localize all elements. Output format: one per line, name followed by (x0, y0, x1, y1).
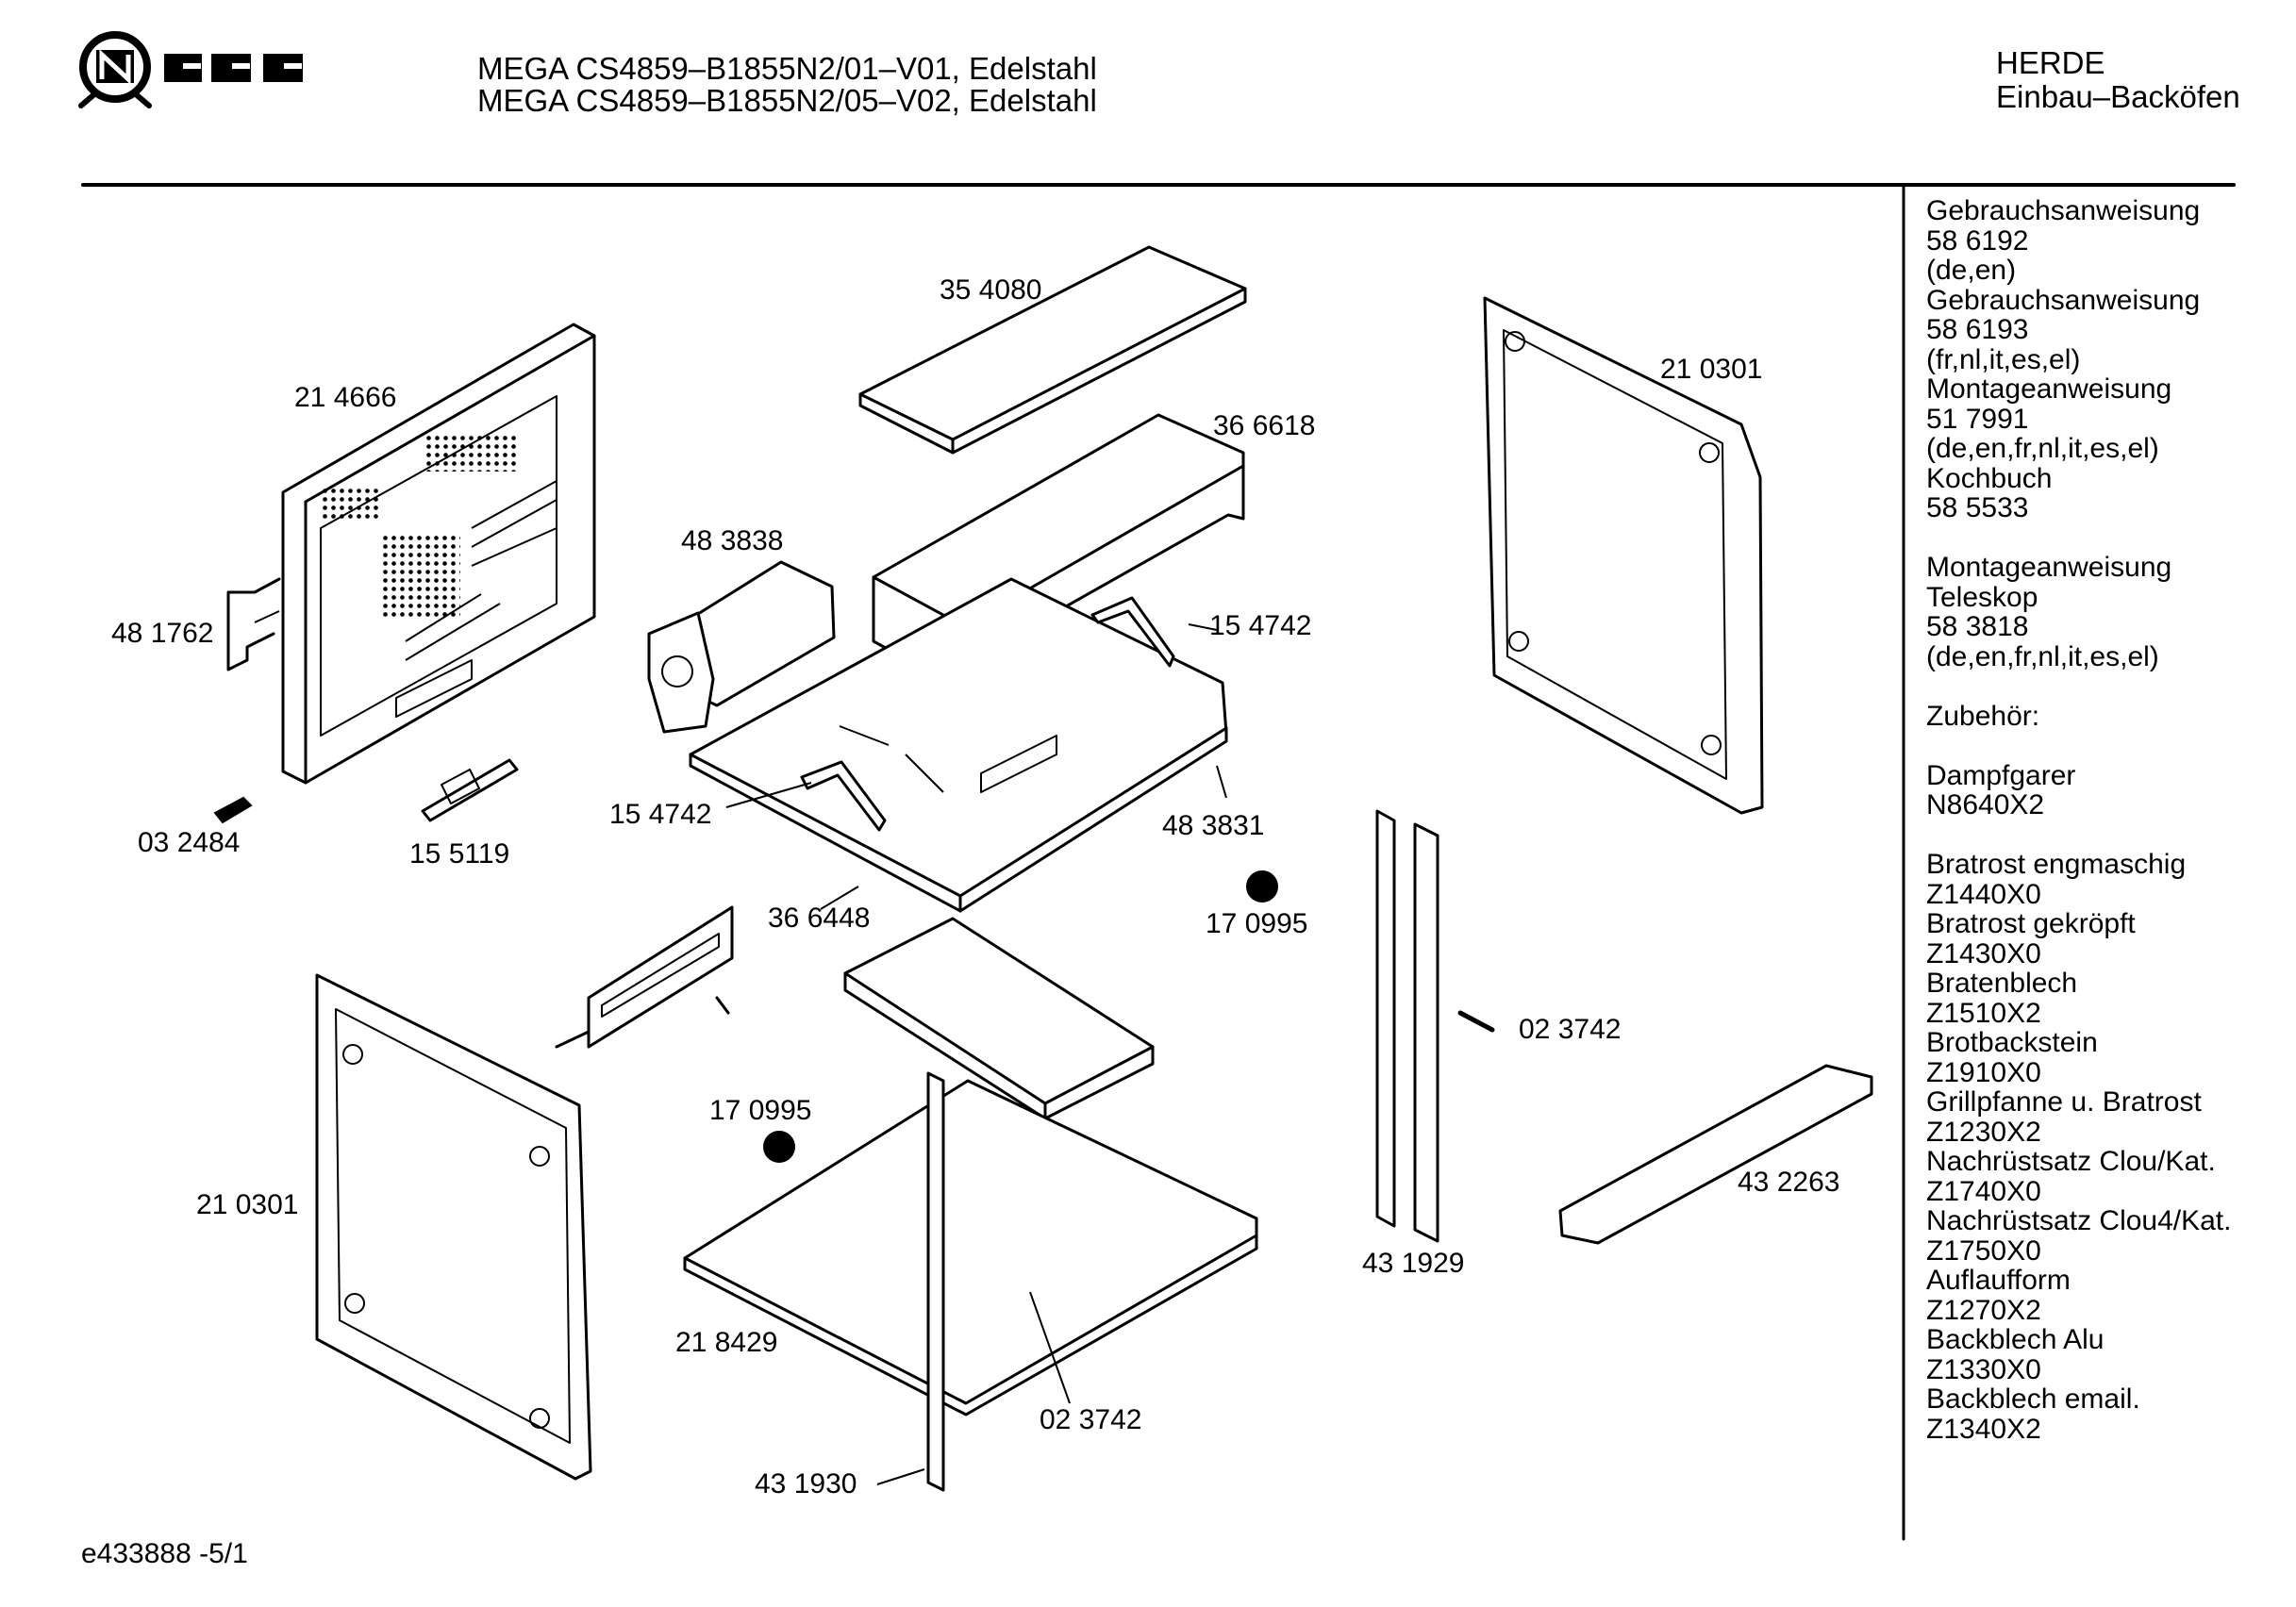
part-label-354080: 35 4080 (940, 274, 1042, 306)
sidebar-line (1926, 820, 2231, 851)
sidebar-line: Z1330X0 (1926, 1353, 2041, 1385)
sidebar-line: Gebrauchsanweisung (1926, 284, 2201, 316)
part-label-366448: 36 6448 (768, 903, 871, 934)
model-line-2: MEGA CS4859–B1855N2/05–V02, Edelstahl (477, 83, 1097, 118)
sidebar-line: Z1910X0 (1926, 1056, 2041, 1088)
sidebar-line: Grillpfanne u. Bratrost (1926, 1086, 2202, 1118)
part-210301-right-side-panel (1483, 296, 1764, 815)
part-label-032484: 03 2484 (138, 827, 241, 858)
sidebar-line: Z1440X0 (1926, 878, 2041, 910)
sidebar-line: Nachrüstsatz Clou/Kat. (1926, 1146, 2216, 1177)
part-431929-rail (1375, 809, 1439, 1243)
sidebar-line (1926, 731, 2231, 761)
part-label-481762: 48 1762 (111, 618, 214, 649)
category-herde: HERDE (1996, 45, 2105, 80)
sidebar-line: Z1430X0 (1926, 937, 2041, 969)
sidebar-line (1926, 523, 2231, 554)
part-432263-rail (1558, 1064, 1873, 1245)
part-155119-switch (421, 758, 519, 822)
sidebar-line: Backblech email. (1926, 1383, 2140, 1415)
part-170995-knob-right (1246, 870, 1278, 903)
sidebar-line: Bratenblech (1926, 968, 2078, 999)
part-154742-handle-right (1090, 596, 1175, 668)
sidebar-line: Zubehör: (1926, 700, 2040, 732)
grille-pattern (321, 487, 379, 522)
part-483838-fan-motor (647, 560, 836, 734)
part-middle-tray (843, 917, 1155, 1120)
part-label-431929: 43 1929 (1362, 1248, 1465, 1279)
part-023742-screw-right (1457, 1010, 1495, 1033)
part-label-483838: 48 3838 (681, 525, 784, 556)
category-einbau: Einbau–Backöfen (1996, 79, 2240, 114)
sidebar-line: Z1340X2 (1926, 1413, 2041, 1445)
part-170995-knob-left (763, 1131, 795, 1163)
sidebar-line: 51 7991 (1926, 403, 2029, 435)
part-label-483831: 48 3831 (1162, 810, 1265, 841)
sidebar-line: Z1230X2 (1926, 1116, 2041, 1148)
sidebar-line: (de,en,fr,nl,it,es,el) (1926, 640, 2159, 672)
part-label-210301-right: 21 0301 (1660, 354, 1763, 385)
sidebar-line: Dampfgarer (1926, 759, 2076, 791)
part-label-218429: 21 8429 (675, 1327, 778, 1358)
sidebar-line: N8640X2 (1926, 789, 2045, 820)
sidebar-line: Brotbackstein (1926, 1027, 2098, 1058)
sidebar-line: Z1510X2 (1926, 997, 2041, 1029)
sidebar-line: Bratrost gekröpft (1926, 908, 2136, 939)
part-label-214666: 21 4666 (294, 382, 397, 413)
part-210301-left-side-panel (315, 973, 592, 1481)
part-218429-bottom-plate (683, 1079, 1258, 1416)
sidebar-line: Gebrauchsanweisung (1926, 195, 2201, 226)
sidebar-line: 58 5533 (1926, 492, 2029, 523)
sidebar-line: Backblech Alu (1926, 1324, 2105, 1355)
part-label-154742-right: 15 4742 (1209, 610, 1312, 641)
part-label-023742-bottom: 02 3742 (1040, 1404, 1142, 1435)
sidebar-line: Z1270X2 (1926, 1294, 2041, 1326)
part-label-432263: 43 2263 (1738, 1167, 1840, 1198)
model-line-1: MEGA CS4859–B1855N2/01–V01, Edelstahl (477, 51, 1097, 86)
part-032484-clip (213, 796, 253, 824)
sidebar-line: Montageanweisung (1926, 373, 2172, 405)
part-481762-bracket (226, 577, 281, 671)
drawing-id: e433888 -5/1 (81, 1538, 248, 1569)
sidebar-line: 58 3818 (1926, 611, 2029, 642)
sidebar-line: Teleskop (1926, 581, 2038, 613)
sidebar-line: (de,en,fr,nl,it,es,el) (1926, 433, 2159, 464)
leader-lines (254, 610, 1227, 1485)
part-label-023742-right: 02 3742 (1519, 1014, 1622, 1045)
sidebar-line: Auflaufform (1926, 1265, 2071, 1296)
grille-pattern (424, 434, 519, 472)
sidebar-documentation-list: Gebrauchsanweisung 58 6192 (de,en) Gebra… (1926, 196, 2231, 1444)
part-label-154742-left: 15 4742 (609, 799, 712, 830)
sidebar-line: Nachrüstsatz Clou4/Kat. (1926, 1205, 2232, 1236)
part-431930-rail (926, 1071, 945, 1492)
part-366448-base-plate (689, 577, 1228, 913)
sidebar-line: Montageanweisung (1926, 552, 2172, 583)
sidebar-line: (de,en) (1926, 255, 2017, 286)
sidebar-line: 58 6193 (1926, 314, 2029, 345)
sidebar-line: Kochbuch (1926, 462, 2053, 494)
part-154742-handle-left (800, 760, 887, 832)
part-front-frame (555, 905, 734, 1049)
part-354080-top-plate (858, 245, 1247, 455)
sidebar-line (1926, 671, 2231, 702)
part-label-170995-left: 17 0995 (709, 1095, 812, 1126)
part-label-155119: 15 5119 (409, 838, 510, 870)
sidebar-line: Bratrost engmaschig (1926, 849, 2187, 880)
neff-logo (78, 31, 303, 108)
grille-pattern (381, 534, 460, 617)
sidebar-line: Z1750X0 (1926, 1234, 2041, 1267)
sidebar-line: Z1740X0 (1926, 1175, 2041, 1207)
part-label-170995-right: 17 0995 (1206, 908, 1308, 939)
part-label-210301-left: 21 0301 (196, 1189, 299, 1220)
sidebar-line: (fr,nl,it,es,el) (1926, 343, 2081, 375)
part-label-366618: 36 6618 (1213, 410, 1316, 441)
sidebar-line: 58 6192 (1926, 224, 2029, 257)
part-label-431930: 43 1930 (755, 1468, 857, 1499)
